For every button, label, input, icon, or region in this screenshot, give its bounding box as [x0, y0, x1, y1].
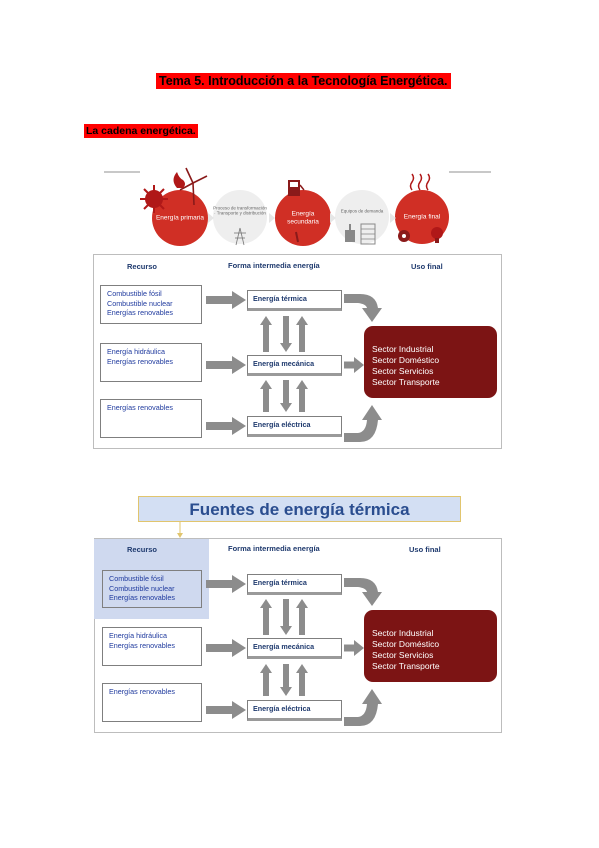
section-subtitle: La cadena energética.	[84, 124, 198, 138]
sector-item: Sector Transporte	[372, 377, 440, 387]
resource-box-renewable: Energías renovables	[102, 683, 202, 722]
column-header-intermediate: Forma intermedia energía	[228, 544, 320, 553]
column-header-final-use: Uso final	[409, 545, 441, 554]
resource-item: Energías renovables	[109, 593, 175, 602]
resource-box-hydraulic: Energía hidráulica Energías renovables	[100, 343, 202, 382]
arrow-curve-down	[344, 294, 382, 322]
arrow-right-small	[344, 640, 364, 656]
stage-secondary-energy: Energía secundaria	[275, 190, 331, 246]
resource-item: Energías renovables	[107, 403, 173, 412]
chain-right-line	[449, 171, 491, 173]
resource-item: Energías renovables	[109, 640, 175, 650]
stage-primary-energy: Energía primaria	[152, 190, 208, 246]
resource-item: Energía hidráulica	[109, 631, 167, 640]
resource-item: Combustible fósil	[107, 289, 162, 298]
stage-label: Proceso de transformación · Transporte y…	[213, 205, 267, 216]
wind-turbine-icon	[179, 167, 208, 206]
sector-item: Sector Doméstico	[372, 355, 440, 365]
resource-box-fossil: Combustible fósil Combustible nuclear En…	[102, 570, 202, 608]
chain-left-line	[104, 171, 140, 173]
stage-label: Equipos de demanda	[340, 207, 384, 213]
gear-icon	[398, 230, 410, 242]
arrows-mechanical-electrical	[260, 664, 308, 696]
sector-item: Sector Transporte	[372, 661, 440, 671]
document-title: Tema 5. Introducción a la Tecnología Ene…	[156, 73, 451, 89]
resource-item: Energías renovables	[107, 356, 173, 366]
arrows-thermal-mechanical	[260, 599, 308, 635]
final-use-sectors: Sector Industrial Sector Doméstico Secto…	[364, 326, 497, 398]
form-box-mechanical: Energía mecánica	[247, 355, 342, 376]
arrows-mechanical-electrical	[260, 380, 308, 412]
resource-box-hydraulic: Energía hidráulica Energías renovables	[102, 627, 202, 666]
form-box-electrical: Energía eléctrica	[247, 700, 342, 721]
column-header-resource: Recurso	[127, 545, 158, 554]
stage-demand-equipment: Equipos de demanda	[335, 190, 389, 244]
sector-item: Sector Servicios	[372, 650, 434, 660]
sector-item: Sector Industrial	[372, 344, 434, 354]
sector-item: Sector Servicios	[372, 366, 434, 376]
arrow-right	[206, 701, 246, 719]
sector-item: Sector Doméstico	[372, 639, 440, 649]
resource-item: Combustible fósil	[109, 574, 164, 583]
stage-label: Energía secundaria	[287, 210, 319, 226]
resource-item: Combustible nuclear	[107, 298, 173, 308]
arrow-curve-down	[344, 578, 382, 606]
lightbulb-icon	[431, 227, 443, 243]
form-box-thermal: Energía térmica	[247, 574, 342, 595]
sun-icon	[140, 185, 168, 213]
heat-waves-icon	[409, 173, 431, 191]
column-header-resource: Recurso	[127, 262, 158, 271]
sector-item: Sector Industrial	[372, 628, 434, 638]
arrows-thermal-mechanical	[260, 316, 308, 352]
resource-item: Combustible nuclear	[109, 583, 175, 593]
stage-label: Energía final	[403, 213, 441, 221]
arrow-curve-up	[344, 689, 382, 726]
column-header-final-use: Uso final	[411, 262, 443, 271]
form-box-electrical: Energía eléctrica	[247, 416, 342, 437]
flame-icon	[173, 172, 185, 188]
resource-item: Energías renovables	[107, 308, 173, 317]
column-header-intermediate: Forma intermedia energía	[228, 261, 320, 270]
form-box-mechanical: Energía mecánica	[247, 638, 342, 659]
final-use-sectors: Sector Industrial Sector Doméstico Secto…	[364, 610, 497, 682]
arrow-right	[206, 575, 246, 593]
resource-item: Energía hidráulica	[107, 347, 165, 356]
arrow-right	[206, 639, 246, 657]
stage-label: Energía primaria	[155, 214, 205, 222]
resource-item: Energías renovables	[109, 687, 175, 696]
arrow-curve-up	[344, 405, 382, 442]
resource-box-renewable: Energías renovables	[100, 399, 202, 438]
form-box-thermal: Energía térmica	[247, 290, 342, 311]
resource-box-fossil: Combustible fósil Combustible nuclear En…	[100, 285, 202, 324]
thermal-sources-callout: Fuentes de energía térmica	[138, 496, 461, 522]
stage-transformation: Proceso de transformación · Transporte y…	[213, 190, 267, 244]
